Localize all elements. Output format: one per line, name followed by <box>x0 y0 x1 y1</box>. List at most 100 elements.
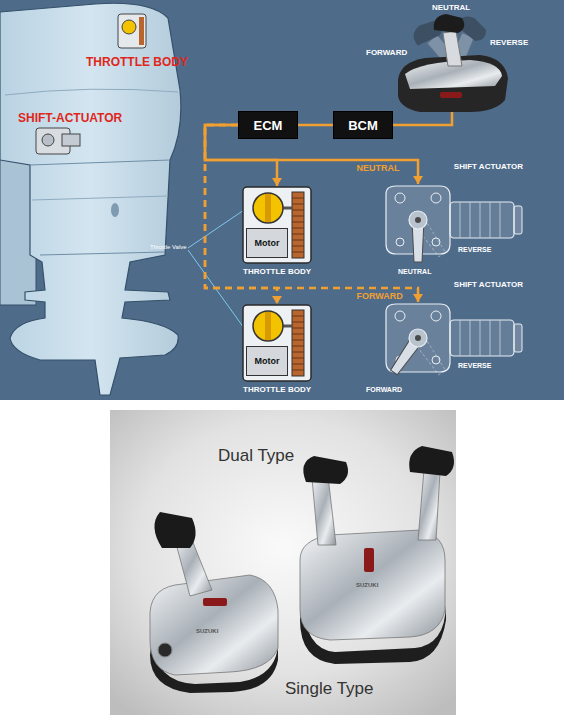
art-shape <box>418 470 440 540</box>
art-shape <box>253 193 283 223</box>
art-shape <box>139 17 144 45</box>
art-shape <box>409 329 427 347</box>
throttle-body: MotorTHROTTLE BODY <box>242 186 312 264</box>
art-shape <box>154 512 195 548</box>
text-label: FORWARD <box>366 48 407 57</box>
text-label: FORWARD <box>366 386 402 394</box>
control-module-box: ECM <box>238 111 298 139</box>
throttle-valve-leader <box>188 210 244 328</box>
art-shape <box>431 193 441 203</box>
art-shape <box>292 316 304 370</box>
art-shape <box>292 310 304 376</box>
wire-line <box>298 124 333 127</box>
art-shape <box>283 325 292 328</box>
art-shape <box>514 324 522 352</box>
control-module-box: BCM <box>333 111 393 139</box>
art-shape <box>158 643 172 657</box>
part-heading: SHIFT ACTUATOR <box>454 280 523 289</box>
text-label: SHIFT-ACTUATOR <box>18 112 122 126</box>
part-heading: THROTTLE BODY <box>222 267 332 276</box>
art-shape <box>409 211 427 229</box>
art-shape <box>253 311 283 341</box>
wire-line <box>205 125 277 304</box>
art-shape <box>409 446 454 476</box>
art-shape <box>118 14 146 48</box>
art-shape <box>111 203 119 217</box>
art-shape <box>203 598 227 606</box>
art-shape <box>450 320 514 356</box>
art-shape <box>265 312 271 340</box>
edge-label: NEUTRAL <box>357 163 400 173</box>
panel-background <box>0 0 564 400</box>
shift-actuator: SHIFT ACTUATOR <box>378 302 523 382</box>
text-label: REVERSE <box>458 362 491 370</box>
art-shape <box>415 217 421 223</box>
art-shape <box>450 202 514 238</box>
art-shape <box>312 476 336 545</box>
art-shape <box>300 530 445 640</box>
art-shape <box>389 335 423 376</box>
module-name: ECM <box>254 118 283 133</box>
art-shape <box>440 92 462 98</box>
art-shape <box>364 548 374 572</box>
part-heading: THROTTLE BODY <box>222 385 332 394</box>
arrow-head <box>272 178 282 186</box>
art-shape <box>122 20 136 34</box>
art-shape <box>378 184 523 264</box>
art-shape <box>30 160 170 165</box>
lever-wire <box>393 112 452 125</box>
edge-label: FORWARD <box>357 291 403 301</box>
art-shape <box>443 31 462 66</box>
art-shape <box>265 194 271 222</box>
art-shape <box>292 198 304 252</box>
art-shape <box>378 302 523 382</box>
art-shape <box>283 207 292 210</box>
arrow-head <box>413 176 423 184</box>
text-label: Dual Type <box>218 446 294 466</box>
motor-box: Motor <box>246 346 288 376</box>
text-label: REVERSE <box>458 246 491 254</box>
art-shape <box>62 134 80 146</box>
art-shape <box>395 193 405 203</box>
art-shape <box>413 335 447 376</box>
text-label: NEUTRAL <box>432 3 470 12</box>
dual-lever-photo <box>300 446 454 664</box>
art-shape <box>514 206 522 234</box>
art-shape <box>396 238 404 246</box>
text-label: THROTTLE BODY <box>86 56 188 70</box>
text-label: Throttle Valve <box>150 244 187 251</box>
art-shape <box>243 187 311 263</box>
text-label: SUZUKI <box>196 628 218 635</box>
art-shape <box>303 456 348 484</box>
module-name: BCM <box>348 118 378 133</box>
art-shape <box>395 311 405 321</box>
motor-box: Motor <box>246 228 288 258</box>
text-label: Single Type <box>285 679 374 699</box>
art-shape <box>5 89 178 95</box>
art-shape <box>40 252 165 255</box>
connector <box>298 125 333 126</box>
art-shape <box>389 335 423 376</box>
shift-actuator: SHIFT ACTUATOR <box>378 184 523 264</box>
photo-background <box>110 410 456 715</box>
art-shape <box>150 575 278 675</box>
art-shape <box>413 335 447 376</box>
art-shape <box>460 202 500 238</box>
art-shape <box>243 305 311 381</box>
art-shape <box>292 192 304 258</box>
text-label: NEUTRAL <box>398 268 431 276</box>
art-shape <box>42 134 54 146</box>
arrow-head <box>272 296 282 304</box>
part-heading: SHIFT ACTUATOR <box>454 162 523 171</box>
art-shape <box>188 250 244 328</box>
text-label: SUZUKI <box>356 582 378 589</box>
art-shape <box>434 14 465 33</box>
art-shape <box>32 196 168 200</box>
art-shape <box>188 210 244 248</box>
arrow-head <box>413 294 423 302</box>
single-lever-photo <box>150 512 278 693</box>
art-shape <box>431 311 441 321</box>
art-shape <box>460 320 500 356</box>
text-label: REVERSE <box>490 38 528 47</box>
